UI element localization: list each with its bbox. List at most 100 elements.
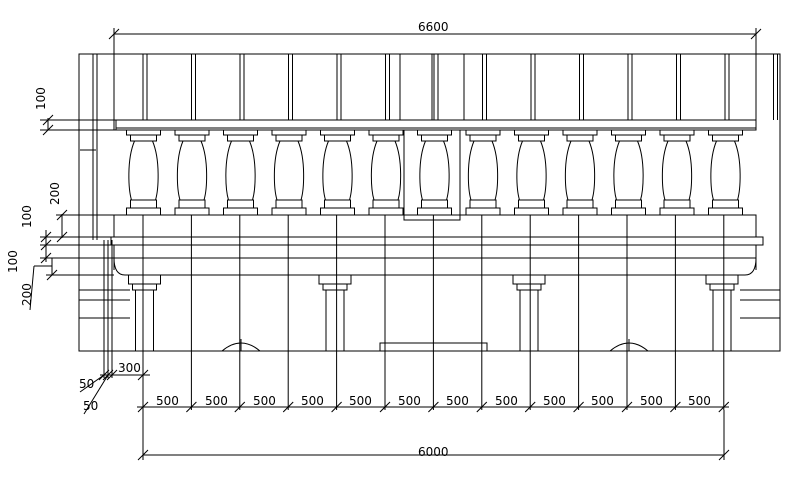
- baluster-height-dim-label: 200: [48, 182, 62, 205]
- baluster-span-label: 6000: [418, 445, 449, 459]
- baluster-neck-block: [372, 134, 400, 142]
- baluster: [223, 129, 258, 216]
- baluster-body: [516, 140, 547, 201]
- baluster: [320, 129, 355, 216]
- baluster: [271, 129, 307, 216]
- baluster-neck-block: [712, 134, 739, 142]
- baluster-body: [128, 140, 159, 201]
- baluster-cap: [611, 129, 646, 136]
- baluster-body: [322, 140, 353, 201]
- baluster-cap: [562, 129, 598, 136]
- baluster-body: [273, 140, 305, 201]
- baluster-neck-block: [566, 134, 594, 142]
- dimension-tick: [476, 401, 488, 413]
- wall-background: [78, 53, 781, 352]
- bay-label: 500: [156, 394, 179, 408]
- baluster-plinth: [514, 207, 549, 216]
- bay-label: 500: [495, 394, 518, 408]
- baluster-plinth: [320, 207, 355, 216]
- support-column: [512, 274, 546, 352]
- baluster-cap: [223, 129, 258, 136]
- dimension-tick: [524, 401, 536, 413]
- baluster: [465, 129, 501, 216]
- offset-b-label: 50: [79, 377, 94, 391]
- dimension-tick: [718, 401, 730, 413]
- baluster-neck-block: [518, 134, 545, 142]
- baluster-body: [613, 140, 644, 201]
- baluster: [174, 129, 210, 216]
- baluster-cap: [368, 129, 404, 136]
- dimension-tick: [331, 401, 342, 413]
- baluster-base-block: [178, 199, 206, 209]
- baluster-base-block: [227, 199, 254, 209]
- baluster-plinth: [659, 207, 695, 216]
- baluster-body: [467, 140, 499, 201]
- baluster-cap: [708, 129, 743, 136]
- baluster-body: [370, 140, 402, 201]
- dimension-tick: [40, 252, 52, 264]
- baluster-plinth: [611, 207, 646, 216]
- column-shaft: [712, 289, 732, 352]
- baluster-neck-block: [227, 134, 254, 142]
- baluster: [368, 129, 404, 216]
- baluster-body: [564, 140, 596, 201]
- column-shaft: [135, 289, 154, 352]
- dimension-tick: [186, 401, 197, 413]
- offset-leader: [79, 374, 105, 393]
- offset-leader: [83, 374, 109, 415]
- dimension-tick: [56, 209, 68, 221]
- plinth-ledge: [110, 236, 764, 246]
- dimension-tick: [379, 401, 391, 413]
- dimension-lines: [29, 28, 762, 461]
- bay-label: 500: [253, 394, 276, 408]
- bay-label: 500: [301, 394, 324, 408]
- baluster-base-block: [566, 199, 594, 209]
- baluster: [417, 129, 452, 216]
- baluster-cap: [417, 129, 452, 136]
- dimension-tick: [40, 231, 52, 243]
- baluster-neck-block: [178, 134, 206, 142]
- baluster-base-block: [130, 199, 157, 209]
- top-rail-dim-label: 100: [34, 87, 48, 110]
- baluster-neck-block: [324, 134, 351, 142]
- baluster-plinth: [126, 207, 161, 216]
- offset-a-label: 300: [118, 361, 141, 375]
- baluster-neck-block: [421, 134, 448, 142]
- baluster: [126, 129, 161, 216]
- bay-label: 500: [640, 394, 663, 408]
- base-moulding: [113, 257, 757, 276]
- bay-label: 500: [688, 394, 711, 408]
- baluster-cap: [174, 129, 210, 136]
- baluster-cap: [126, 129, 161, 136]
- base-band-leader-tail: [29, 265, 35, 311]
- baluster-neck-block: [469, 134, 497, 142]
- support-column: [705, 274, 739, 352]
- dimension-tick: [42, 114, 54, 126]
- dimension-tick: [137, 369, 149, 381]
- dimension-tick: [670, 401, 681, 413]
- baluster-base-block: [518, 199, 545, 209]
- column-necking: [709, 283, 735, 291]
- baluster-base-block: [372, 199, 400, 209]
- bay-label: 500: [446, 394, 469, 408]
- dimension-tick: [106, 369, 118, 381]
- bay-label: 500: [205, 394, 228, 408]
- column-capital: [705, 274, 739, 285]
- baluster-neck-block: [275, 134, 303, 142]
- baluster-plinth: [417, 207, 452, 216]
- baluster-cap: [320, 129, 355, 136]
- baluster-base-block: [275, 199, 303, 209]
- baluster-body: [710, 140, 741, 201]
- plinth-mid-dim-label: 100: [6, 250, 20, 273]
- column-necking: [322, 283, 348, 291]
- dimension-tick: [282, 401, 294, 413]
- baluster: [708, 129, 743, 216]
- column-necking: [516, 283, 542, 291]
- baluster: [659, 129, 695, 216]
- dimension-tick: [621, 401, 633, 413]
- dimension-tick: [573, 401, 584, 413]
- baluster-base-block: [469, 199, 497, 209]
- dimension-tick: [718, 449, 730, 461]
- baluster-body: [225, 140, 256, 201]
